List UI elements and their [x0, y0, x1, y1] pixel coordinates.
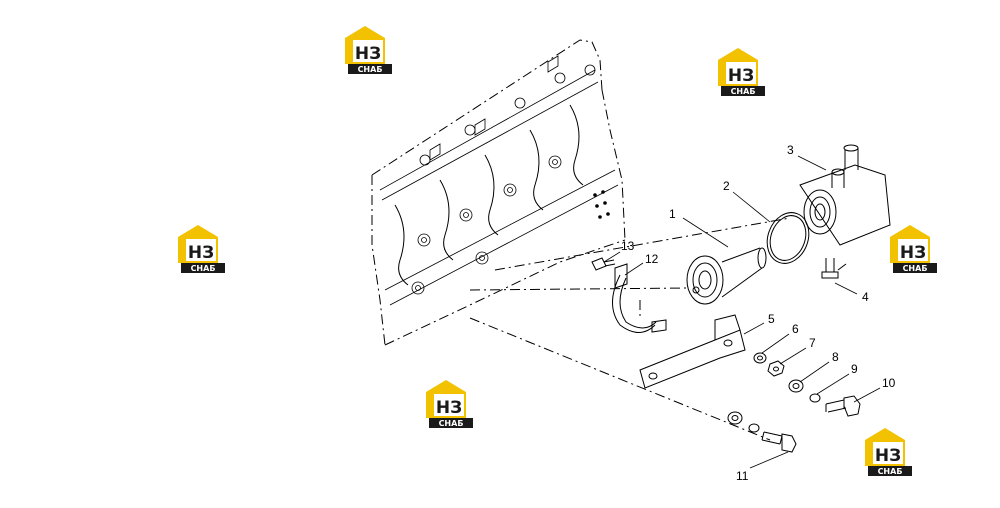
callout-8: 8	[832, 350, 839, 364]
svg-text:НЗ: НЗ	[188, 243, 214, 263]
watermark-logos: НЗ СНАБ НЗ СНАБ НЗ СНАБ НЗ СНАБ НЗ СНАБ …	[178, 26, 937, 476]
svg-text:СНАБ: СНАБ	[878, 467, 903, 476]
callout-labels: 1 2 3 4 5 6 7 8 9 10 11 12 13	[621, 143, 896, 483]
bolt-part-10	[825, 395, 861, 417]
lock-washer-part-9	[809, 393, 821, 403]
nut-part-7	[767, 360, 785, 377]
callout-9: 9	[851, 362, 858, 376]
engine-block	[371, 39, 626, 346]
svg-text:НЗ: НЗ	[355, 44, 381, 64]
svg-text:НЗ: НЗ	[436, 398, 462, 418]
callout-13: 13	[621, 239, 635, 253]
washer-part-8	[788, 379, 804, 393]
callout-5: 5	[768, 312, 775, 326]
drain-valve-part-4	[821, 258, 847, 279]
svg-text:СНАБ: СНАБ	[358, 65, 383, 74]
thermostat-part-1	[686, 247, 767, 305]
thermostat-housing-part-3	[799, 144, 891, 246]
leader-lines	[603, 155, 881, 469]
svg-text:НЗ: НЗ	[900, 243, 926, 263]
watermark-logo: НЗ СНАБ	[178, 225, 225, 273]
bracket-part-5	[639, 314, 746, 389]
svg-text:СНАБ: СНАБ	[903, 264, 928, 273]
callout-6: 6	[792, 322, 799, 336]
watermark-logo: НЗ СНАБ	[426, 380, 473, 428]
svg-text:НЗ: НЗ	[728, 66, 754, 86]
centerlines	[469, 217, 791, 441]
callout-1: 1	[669, 207, 676, 221]
callout-4: 4	[862, 290, 869, 304]
callout-11: 11	[736, 469, 749, 483]
callout-2: 2	[723, 179, 730, 193]
svg-text:СНАБ: СНАБ	[439, 419, 464, 428]
callout-7: 7	[809, 336, 816, 350]
bolt-part-11	[727, 411, 797, 453]
watermark-logo: НЗ СНАБ	[865, 428, 912, 476]
washer-part-6	[753, 352, 767, 364]
svg-text:НЗ: НЗ	[875, 446, 901, 466]
svg-text:СНАБ: СНАБ	[731, 87, 756, 96]
callout-3: 3	[787, 143, 794, 157]
callout-12: 12	[645, 252, 659, 266]
watermark-logo: НЗ СНАБ	[890, 225, 937, 273]
watermark-logo: НЗ СНАБ	[345, 26, 392, 74]
hose-clamp-part-12	[612, 263, 667, 333]
watermark-logo: НЗ СНАБ	[718, 48, 765, 96]
callout-10: 10	[882, 376, 896, 390]
bolt-part-13	[591, 257, 616, 271]
o-ring-part-2	[766, 212, 810, 264]
svg-text:СНАБ: СНАБ	[191, 264, 216, 273]
